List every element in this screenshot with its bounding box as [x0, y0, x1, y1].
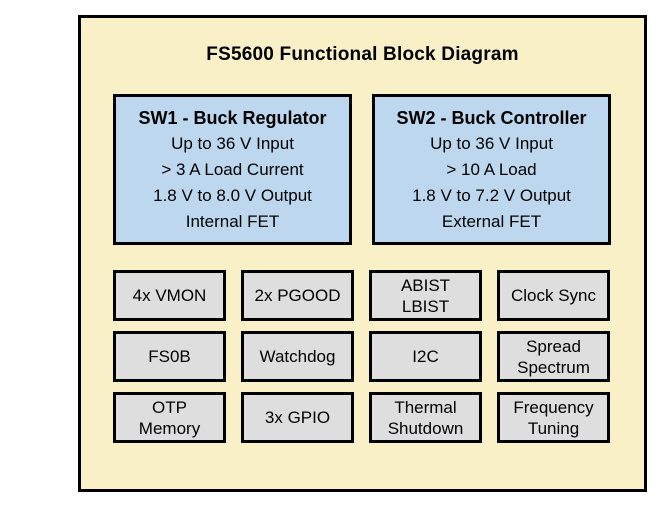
sw1-spec-load: > 3 A Load Current: [161, 159, 304, 179]
feature-otp-memory: OTP Memory: [113, 392, 226, 443]
feature-3x-gpio: 3x GPIO: [241, 392, 354, 443]
regulator-row: SW1 - Buck Regulator Up to 36 V Input > …: [113, 94, 611, 245]
sw2-spec-load: > 10 A Load: [446, 159, 537, 179]
feature-fs0b: FS0B: [113, 331, 226, 382]
sw2-spec-fet: External FET: [441, 211, 542, 231]
feature-4x-vmon: 4x VMON: [113, 270, 226, 321]
feature-frequency-tuning: Frequency Tuning: [497, 392, 610, 443]
sw2-spec-input: Up to 36 V Input: [430, 133, 553, 153]
feature-spread-spectrum: Spread Spectrum: [497, 331, 610, 382]
feature-watchdog: Watchdog: [241, 331, 354, 382]
sw1-spec-output: 1.8 V to 8.0 V Output: [153, 185, 312, 205]
sw2-spec-output: 1.8 V to 7.2 V Output: [412, 185, 571, 205]
feature-i2c: I2C: [369, 331, 482, 382]
block-sw1-buck-regulator: SW1 - Buck Regulator Up to 36 V Input > …: [113, 94, 352, 245]
diagram-title: FS5600 Functional Block Diagram: [206, 44, 519, 65]
sw1-heading: SW1 - Buck Regulator: [138, 107, 327, 128]
sw1-spec-fet: Internal FET: [185, 211, 280, 231]
feature-abist-lbist: ABIST LBIST: [369, 270, 482, 321]
feature-grid: 4x VMON 2x PGOOD ABIST LBIST Clock Sync …: [113, 270, 610, 443]
sw1-spec-input: Up to 36 V Input: [171, 133, 294, 153]
diagram-panel: FS5600 Functional Block Diagram SW1 - Bu…: [78, 15, 647, 492]
block-sw2-buck-controller: SW2 - Buck Controller Up to 36 V Input >…: [372, 94, 611, 245]
feature-2x-pgood: 2x PGOOD: [241, 270, 354, 321]
feature-thermal-shutdown: Thermal Shutdown: [369, 392, 482, 443]
feature-clock-sync: Clock Sync: [497, 270, 610, 321]
sw2-heading: SW2 - Buck Controller: [396, 107, 587, 128]
